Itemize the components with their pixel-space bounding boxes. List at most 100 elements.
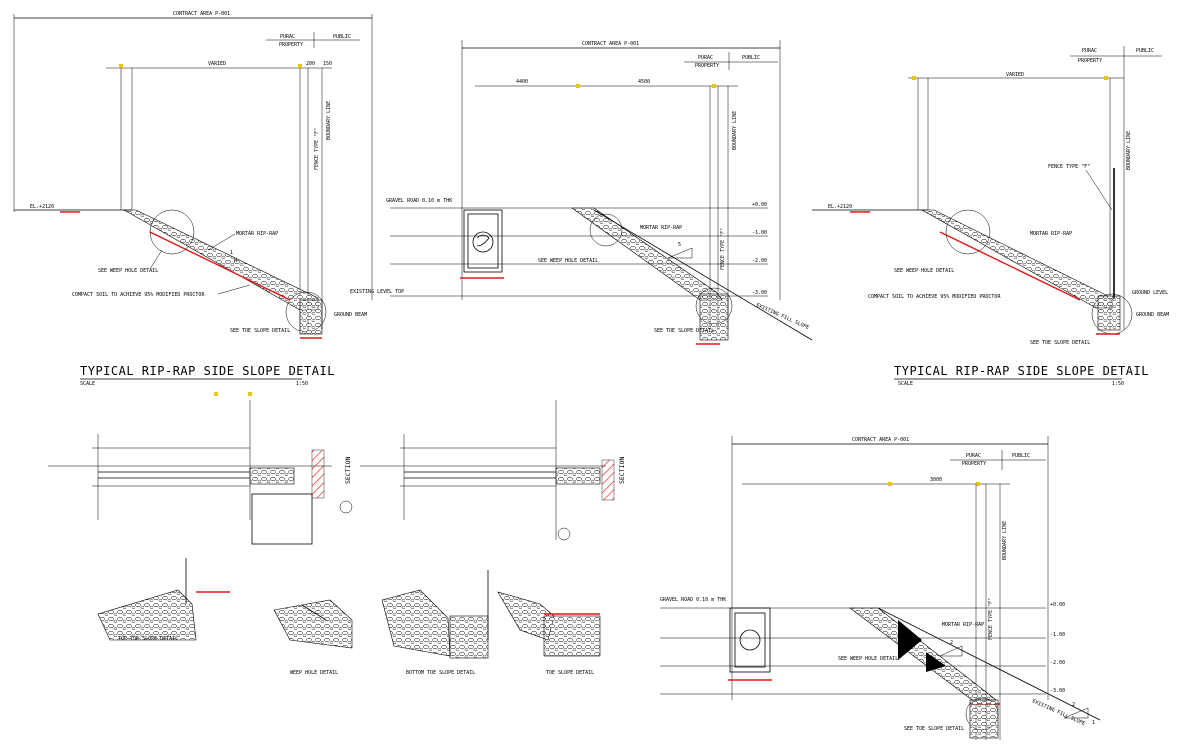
ratio-label: 2: [950, 640, 953, 646]
level-label: +0.00: [1050, 602, 1065, 608]
contract-area-label: CONTRACT AREA P-001: [852, 437, 909, 443]
detail-top-center: CONTRACT AREA P-001 PURAC PROPERTY PUBLI…: [386, 40, 813, 345]
rip-rap-slope: [571, 207, 723, 301]
dim-marker: [712, 84, 716, 88]
ground-beam: [299, 299, 323, 335]
bottom-toe-beam: [449, 615, 489, 659]
mortar-block: [898, 620, 922, 660]
dim-marker: [976, 482, 980, 486]
ratio-label: 1: [230, 250, 233, 256]
dim-marker: [214, 392, 218, 396]
ground-beam: [1097, 295, 1121, 331]
manhole-box: [729, 607, 771, 673]
rip-rap-slope: [849, 607, 997, 701]
varied-label: VARIED: [208, 61, 226, 67]
mortar-label: MORTAR RIP-RAP: [942, 622, 984, 628]
purac-label: PURAC: [698, 55, 713, 61]
property-label: PROPERTY: [1078, 58, 1102, 64]
weep-hole-callout-circle: [149, 209, 195, 255]
dim-label: 3000: [930, 477, 942, 483]
dim-marker: [119, 64, 123, 68]
detail-bottom-right: CONTRACT AREA P-001 PURAC PROPERTY PUBLI…: [660, 436, 1101, 740]
level-label: -3.00: [1050, 688, 1065, 694]
scale-value: 1:50: [1112, 381, 1124, 387]
fill-slope-label: EXISTING FILL SLOPE: [1031, 698, 1086, 727]
compact-label: COMPACT SOIL TO ACHIEVE 95% MODIFIED PRO…: [72, 292, 205, 298]
existing-level-label: EXISTING LEVEL TOP: [350, 289, 404, 295]
section-label: SECTION: [618, 457, 626, 484]
purac-label: PURAC: [1082, 48, 1097, 54]
ratio-label: H: [234, 258, 237, 264]
toe-label: SEE TOE SLOPE DETAIL: [1030, 340, 1090, 346]
boundary-line-label: BOUNDARY LINE: [1002, 521, 1008, 560]
compact-label: COMPACT SOIL TO ACHIEVE 95% MODIFIED PRO…: [868, 294, 1001, 300]
soil-hatch: [601, 459, 615, 501]
level-label: -1.00: [752, 230, 767, 236]
public-label: PUBLIC: [742, 55, 760, 61]
public-label: PUBLIC: [1012, 453, 1030, 459]
section-marker: [557, 527, 571, 541]
mortar-block: [926, 652, 946, 672]
scale-value: 1:50: [296, 381, 308, 387]
public-label: PUBLIC: [333, 34, 351, 40]
ground-beam: [969, 699, 999, 739]
dim-marker: [888, 482, 892, 486]
weep-label: SEE WEEP HOLE DETAIL: [98, 268, 158, 274]
level-label: EL.+2120: [30, 204, 54, 210]
section-label: SECTION: [344, 457, 352, 484]
dim-label: 200: [306, 61, 315, 67]
boundary-line-label: BOUNDARY LINE: [732, 111, 738, 150]
manhole-pipe: [739, 629, 761, 651]
dim-label: 4500: [638, 79, 650, 85]
level-label: -2.00: [752, 258, 767, 264]
section-marker: [339, 500, 353, 514]
level-label: -1.00: [1050, 632, 1065, 638]
pipe-symbol: [476, 234, 490, 247]
dim-marker: [298, 64, 302, 68]
weep-callout-circle: [589, 213, 623, 247]
footing: [251, 493, 313, 545]
level-label: +0.00: [752, 202, 767, 208]
weep-label: SEE WEEP HOLE DETAIL: [894, 268, 954, 274]
scale-label: SCALE: [80, 381, 95, 387]
wall-section: [249, 467, 295, 485]
contract-area-label: CONTRACT AREA P-001: [173, 11, 230, 17]
bottom-toe-label: BOTTOM TOE SLOPE DETAIL: [406, 670, 475, 676]
ratio-label: 5: [678, 242, 681, 248]
fence-label: FENCE TYPE "F": [720, 228, 726, 270]
weep-hole-rip-rap: [273, 599, 353, 649]
small-details: TOP TOE SLOPE DETAIL WEEP HOLE DETAIL BO…: [97, 558, 601, 676]
fence-label: FENCE TYPE "F": [314, 128, 320, 170]
ground-beam-label: GROUND BEAM: [1136, 312, 1169, 318]
dim-label: 4400: [516, 79, 528, 85]
slope-ratio-triangle: [667, 247, 693, 259]
fence-label: FENCE TYPE "F": [1048, 164, 1090, 170]
detail-bottom-left: SECTION: [48, 392, 353, 545]
ratio-label: 2: [1072, 702, 1075, 708]
contract-area-label: CONTRACT AREA P-001: [582, 41, 639, 47]
purac-label: PURAC: [280, 34, 295, 40]
detail-bottom-middle: SECTION: [360, 400, 626, 541]
ratio-label: 1: [1092, 720, 1095, 726]
toe-label: SEE TOE SLOPE DETAIL: [654, 328, 714, 334]
weep-callout-circle: [945, 209, 991, 255]
dim-marker: [912, 76, 916, 80]
manhole-pipe: [472, 231, 494, 253]
top-toe-label: TOP TOE SLOPE DETAIL: [118, 636, 178, 642]
dim-marker: [1104, 76, 1108, 80]
detail-top-right: PURAC PROPERTY PUBLIC VARIED BOUNDARY LI…: [812, 46, 1169, 387]
ground-beam-label: GROUND BEAM: [334, 312, 367, 318]
soil-hatch: [311, 449, 325, 499]
title-right: TYPICAL RIP-RAP SIDE SLOPE DETAIL: [894, 364, 1149, 378]
ground-level-label: GROUND LEVEL: [1132, 290, 1168, 296]
bottom-toe-rip-rap: [381, 589, 451, 657]
manhole-box: [463, 209, 503, 273]
fill-slope-label: EXISTING FILL SLOPE: [755, 302, 810, 331]
gravel-road-label: GRAVEL ROAD 0.10 m THK: [660, 597, 726, 603]
level-label: EL.+2120: [828, 204, 852, 210]
weep-label: SEE WEEP HOLE DETAIL: [538, 258, 598, 264]
dim-marker: [576, 84, 580, 88]
title-left: TYPICAL RIP-RAP SIDE SLOPE DETAIL: [80, 364, 335, 378]
top-toe-rip-rap: [97, 589, 197, 641]
mortar-label: MORTAR RIP-RAP: [640, 225, 682, 231]
